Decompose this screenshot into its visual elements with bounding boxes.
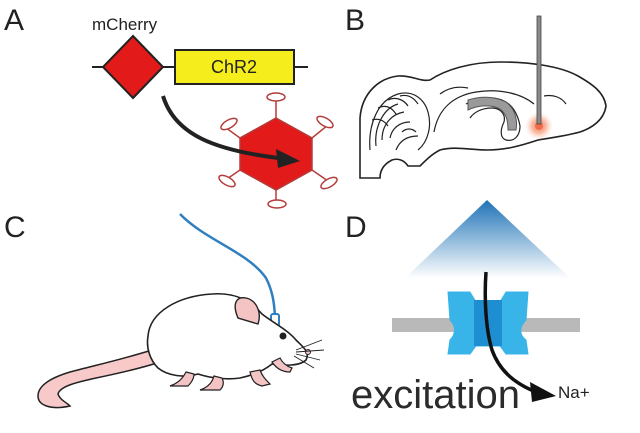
mouse-eye (279, 332, 287, 340)
panel-d-letter: D (345, 211, 367, 244)
ion-flow-path (483, 271, 537, 394)
mouse-tail (37, 349, 162, 409)
panel-c-letter: C (4, 211, 26, 244)
panel-b: B (345, 4, 607, 179)
chr2-label: ChR2 (211, 57, 257, 77)
panel-a: A mCherry ChR2 (4, 4, 338, 209)
panel-d: D excitation Na+ (345, 200, 590, 417)
packaging-arrow-head (276, 149, 300, 168)
brain-outline (359, 61, 607, 179)
mouse-body (146, 292, 309, 380)
panel-c: C (4, 211, 325, 409)
panel-a-letter: A (4, 4, 24, 37)
mcherry-diamond (101, 34, 165, 100)
ion-flow-arrow-head (530, 382, 556, 402)
mouse-ear (234, 297, 260, 325)
cerebellum (369, 92, 431, 151)
mouse-nose (305, 349, 311, 355)
ventricle (467, 96, 517, 131)
light-beam (405, 200, 570, 278)
sodium-label: Na+ (558, 383, 590, 402)
mouse-feet (169, 357, 293, 391)
virus-hexagon (239, 117, 313, 191)
excitation-label: excitation (351, 373, 520, 417)
panel-b-letter: B (345, 4, 365, 37)
chr2-box (174, 49, 295, 85)
mouse-whiskers (293, 339, 325, 369)
mcherry-label: mCherry (92, 15, 158, 34)
injection-needle (536, 15, 542, 125)
packaging-arrow (161, 95, 279, 160)
virus-spikes (218, 92, 338, 209)
optical-fiber (179, 213, 277, 317)
